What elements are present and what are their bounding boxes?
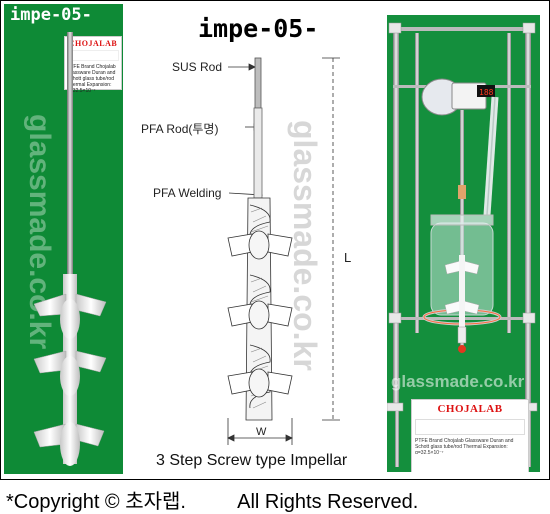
label-text: PTFE Brand Chojalab Glassware Duran and … — [67, 64, 116, 94]
product-label: CHOJALAB PTFE Brand Chojalab Glassware D… — [411, 399, 529, 472]
diagram-caption: 3 Step Screw type Impellar — [156, 452, 348, 469]
diagram-drawing — [227, 57, 340, 445]
watermark: glassmade.co.kr — [391, 372, 525, 391]
photo-title: impe-05- — [10, 5, 92, 25]
rights-text: All Rights Reserved. — [237, 491, 419, 513]
reactor-photo: 188 glassmade.co.kr CHOJALAB PTFE Brand … — [387, 15, 540, 472]
impeller-shape — [33, 32, 107, 466]
diagram-title: impe-05- — [198, 14, 319, 43]
callout-sus-rod: SUS Rod — [172, 60, 223, 74]
copyright-text: *Copyright © 초자랩. — [6, 491, 186, 513]
dimension-length-label: L — [344, 250, 352, 265]
label-brand: CHOJALAB — [68, 39, 118, 48]
callout-pfa-welding: PFA Welding — [153, 186, 222, 200]
dimension-width-label: W — [256, 426, 267, 438]
label-text: PTFE Brand Chojalab Glassware Duran and … — [415, 438, 514, 456]
label-blank — [415, 419, 525, 435]
reactor-drawing: 188 — [387, 22, 538, 467]
callout-pfa-rod: PFA Rod(투명) — [141, 122, 219, 136]
label-brand: CHOJALAB — [437, 403, 503, 415]
impeller-photo: impe-05- glassmade.co.kr CHOJALAB PTFE B… — [4, 4, 123, 474]
product-label: CHOJALAB PTFE Brand Chojalab Glassware D… — [64, 36, 122, 94]
controller-display: 188 — [479, 88, 494, 97]
copyright-footer: *Copyright © 초자랩. All Rights Reserved. — [6, 485, 418, 514]
